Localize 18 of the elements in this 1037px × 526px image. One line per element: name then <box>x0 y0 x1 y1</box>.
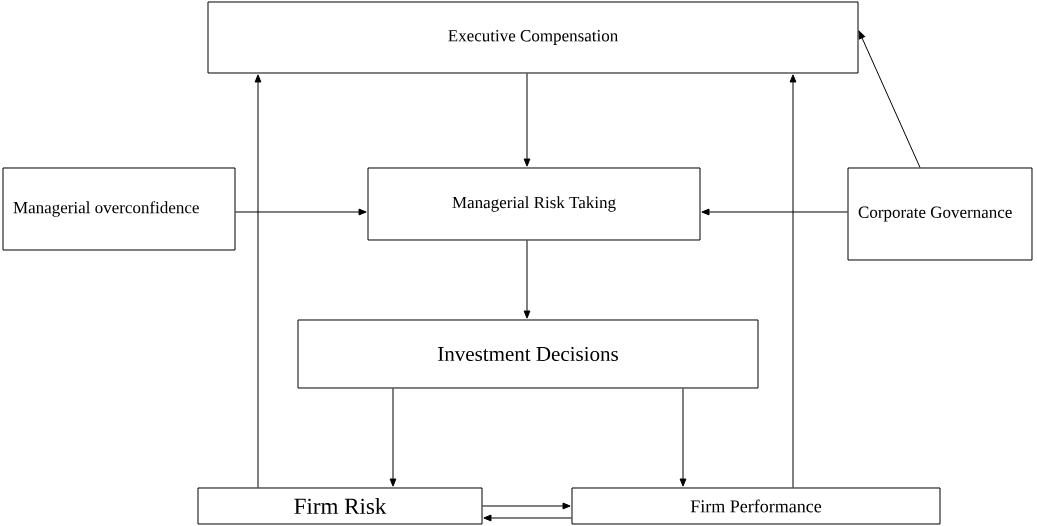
arrow <box>858 30 921 168</box>
arrow <box>523 73 531 167</box>
arrow <box>679 388 687 487</box>
arrow <box>235 208 367 216</box>
arrow <box>389 388 397 487</box>
arrow <box>482 502 571 510</box>
arrow <box>701 208 848 216</box>
process-box: Corporate Governance <box>847 167 1033 261</box>
process-box: Managerial overconfidence <box>2 167 236 251</box>
process-box: Executive Compensation <box>207 1 859 74</box>
process-box: Firm Risk <box>197 487 483 525</box>
arrow <box>483 514 572 522</box>
process-box: Firm Performance <box>571 487 941 525</box>
arrow <box>789 74 797 488</box>
arrow <box>523 240 531 319</box>
process-box: Investment Decisions <box>297 319 759 389</box>
process-box: Managerial Risk Taking <box>367 167 701 241</box>
arrow <box>254 74 262 488</box>
